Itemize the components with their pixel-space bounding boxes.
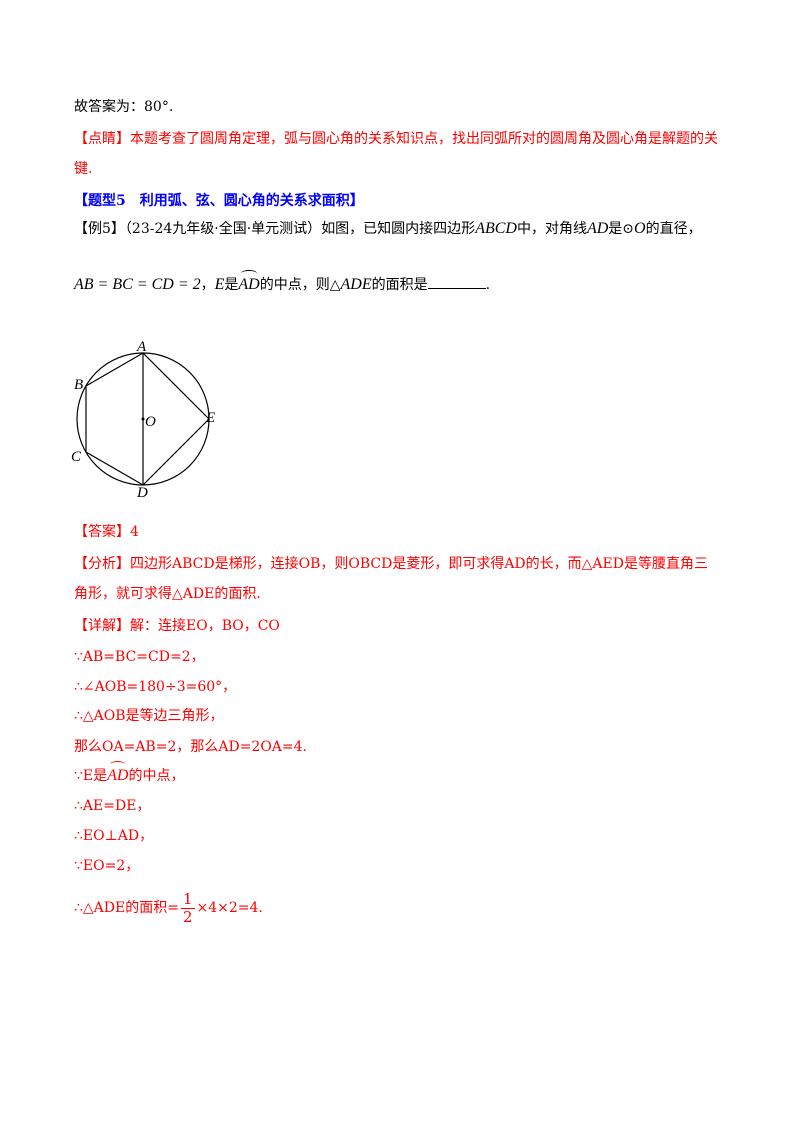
example-line-1: 【例5】（23-24九年级·全国·单元测试）如图，已知圆内接四边形ABCD中，对… <box>74 219 702 239</box>
detail-step-2: ∴∠AOB=180÷3=60°， <box>74 679 237 695</box>
comment-tag: 【点睛】 <box>74 131 130 147</box>
detail-step-3: ∴△AOB是等边三角形， <box>74 708 224 724</box>
comment-line-1: 【点睛】本题考查了圆周角定理，弧与圆心角的关系知识点，找出同弧所对的圆周角及圆心… <box>74 129 718 149</box>
previous-answer: 故答案为：80°. <box>74 99 174 115</box>
answer-value: 4 <box>130 524 139 540</box>
point-e: E <box>214 276 225 293</box>
answer-line: 【答案】4 <box>74 522 139 542</box>
example-text: 是⊙ <box>608 221 635 237</box>
example-text: ， <box>200 277 215 293</box>
example-text: 的面积是 <box>371 277 428 293</box>
analysis-text-1: 四边形ABCD是梯形，连接OB，则OBCD是菱形，即可求得AD的长，而△AED是… <box>130 556 708 572</box>
detail-text: 解：连接EO，BO，CO <box>130 618 280 634</box>
detail-step-6: ∴AE=DE， <box>74 798 151 814</box>
detail-step-text: ×4×2=4. <box>196 900 263 916</box>
detail-step-text: ∴△ADE的面积= <box>74 900 179 916</box>
detail-step-4: 那么OA=AB=2，那么AD=2OA=4. <box>74 739 308 755</box>
arc-ad: AD <box>238 270 260 293</box>
detail-arc-ad: AD <box>107 761 129 784</box>
example-text: 是 <box>224 277 239 293</box>
analysis-line-2: 角形，就可求得△ADE的面积. <box>74 586 261 602</box>
detail-step-8: ∵EO=2， <box>74 858 140 874</box>
quad-name: ABCD <box>475 220 517 237</box>
label-e: E <box>205 410 215 426</box>
detail-step-1: ∵AB=BC=CD=2， <box>74 649 205 665</box>
answer-tag: 【答案】 <box>74 524 130 540</box>
label-b: B <box>74 377 83 393</box>
analysis-line-1: 【分析】四边形ABCD是梯形，连接OB，则OBCD是菱形，即可求得AD的长，而△… <box>74 554 708 574</box>
example-text: 如图，已知圆内接四边形 <box>321 221 476 237</box>
detail-line-0: 【详解】解：连接EO，BO，CO <box>74 616 280 636</box>
answer-blank <box>427 274 486 289</box>
example-text: 的直径， <box>645 221 702 237</box>
comment-text-1: 本题考查了圆周角定理，弧与圆心角的关系知识点，找出同弧所对的圆周角及圆心角是解题… <box>130 131 718 147</box>
example-line-2: AB = BC = CD = 2，E是AD的中点，则△ADE的面积是. <box>74 270 491 295</box>
label-d: D <box>136 485 148 501</box>
label-a: A <box>136 339 147 355</box>
detail-step-text: ∵E是 <box>74 768 108 784</box>
analysis-tag: 【分析】 <box>74 556 130 572</box>
detail-step-5: ∵E是AD的中点， <box>74 761 185 786</box>
center-dot <box>141 417 145 421</box>
fraction-numerator: 1 <box>180 889 195 909</box>
equal-sides: AB = BC = CD = 2 <box>74 276 201 293</box>
detail-tag: 【详解】 <box>74 618 130 634</box>
center-name: O <box>634 220 646 237</box>
fraction-denominator: 2 <box>182 907 193 926</box>
example-tag: 【例5】 <box>74 221 125 237</box>
example-source: （23-24九年级·全国·单元测试） <box>124 221 322 237</box>
example-text: 中，对角线 <box>516 221 587 237</box>
diagonal-name: AD <box>586 220 609 237</box>
triangle-name: ADE <box>340 276 372 293</box>
detail-step-7: ∴EO⊥AD， <box>74 828 154 844</box>
example-text: . <box>485 277 491 293</box>
pentagon-abcde <box>85 352 210 486</box>
comment-line-2: 键. <box>74 161 93 177</box>
detail-step-text: 的中点， <box>128 768 185 784</box>
section-title: 【题型5 利用弧、弦、圆心角的关系求面积】 <box>74 193 364 209</box>
label-o: O <box>145 414 156 430</box>
label-c: C <box>71 449 82 465</box>
example-text: 的中点，则△ <box>259 277 341 293</box>
